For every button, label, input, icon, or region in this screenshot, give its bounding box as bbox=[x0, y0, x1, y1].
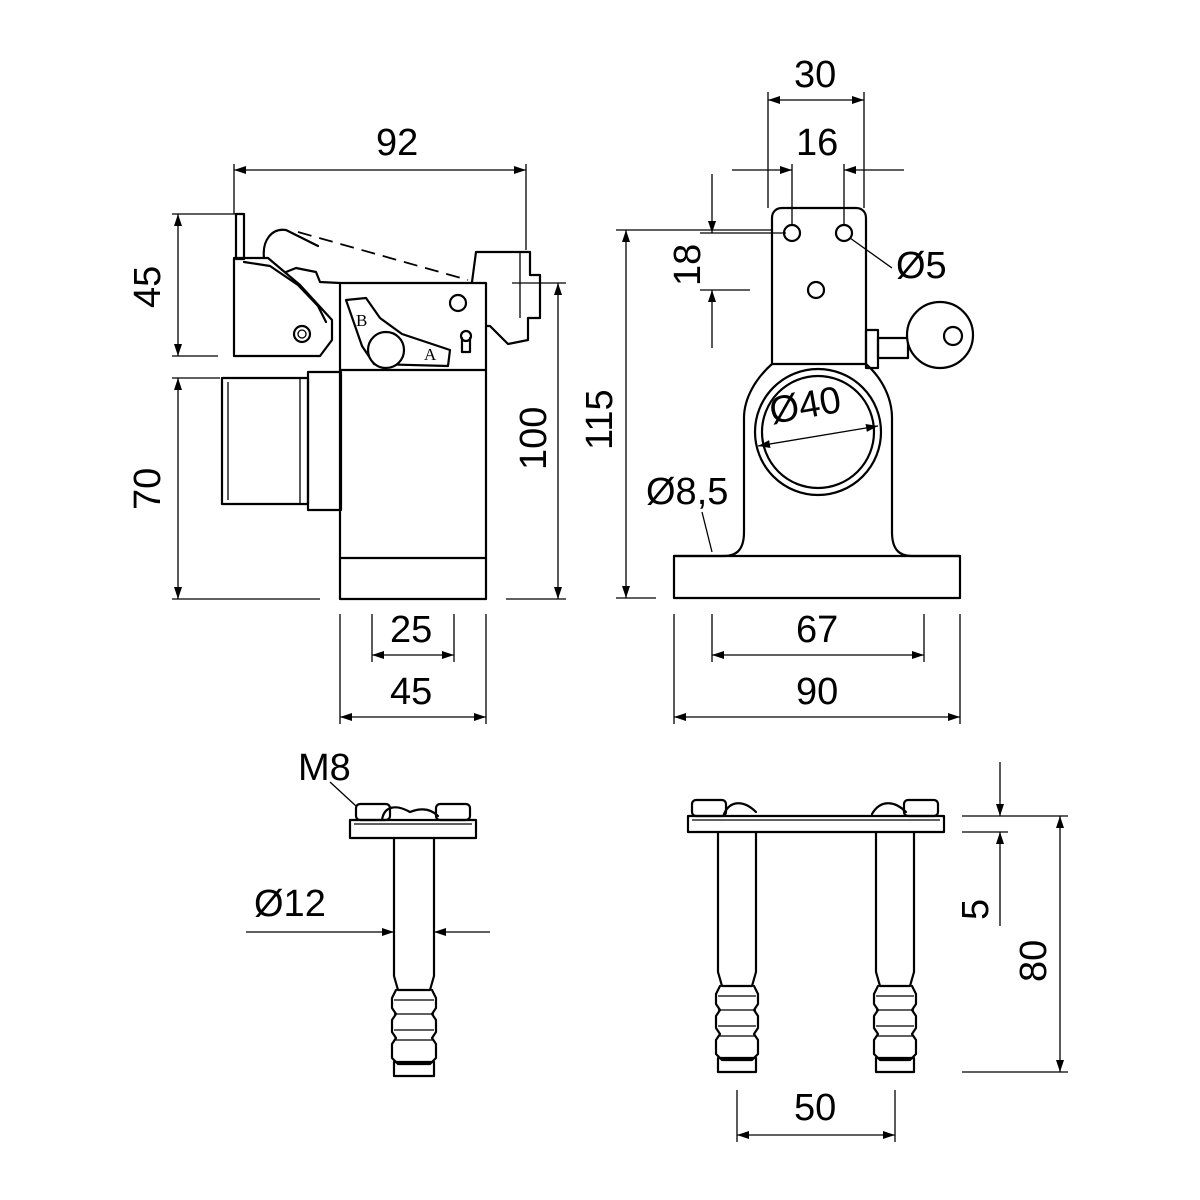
pins-nut-right bbox=[902, 798, 940, 818]
dia-5-leader bbox=[849, 237, 893, 269]
dim-50-label: 50 bbox=[794, 1087, 836, 1129]
dim-67-label: 67 bbox=[796, 609, 838, 651]
side-lock-block bbox=[470, 250, 542, 346]
dim-25-label: 25 bbox=[390, 609, 432, 651]
pin-grooved-end bbox=[390, 988, 438, 1066]
front-key-collar bbox=[864, 328, 880, 370]
side-keyhole-icon bbox=[459, 329, 473, 343]
side-lever-post bbox=[234, 212, 246, 261]
dim-70-label: 70 bbox=[127, 468, 169, 510]
dim-18-label: 18 bbox=[667, 244, 709, 286]
dim-45-horizontal-label: 45 bbox=[390, 671, 432, 713]
pin-plate bbox=[348, 818, 478, 840]
side-pivot-pin bbox=[292, 324, 312, 344]
pins-shaft-left bbox=[716, 830, 758, 988]
front-bracket-outline bbox=[672, 206, 962, 600]
front-tube-bore-outer bbox=[753, 367, 883, 497]
dia-8-5-leader bbox=[701, 511, 713, 553]
dim-30-label: 30 bbox=[794, 54, 836, 96]
side-selector-plate bbox=[344, 296, 452, 368]
side-selector-knob bbox=[366, 330, 406, 370]
front-hole-right bbox=[834, 223, 854, 243]
dim-5-label: 5 bbox=[955, 899, 997, 920]
front-key-shaft bbox=[876, 336, 910, 360]
front-view: 30 16 18 Ø5 115 Ø40 Ø8,5 67 90 bbox=[579, 54, 975, 724]
side-clamp-jaw bbox=[232, 256, 334, 358]
pins-nut-left bbox=[690, 798, 728, 818]
pins-tip-left bbox=[716, 1056, 758, 1074]
dim-45-vertical-label: 45 bbox=[127, 266, 169, 308]
front-hole-center bbox=[806, 280, 826, 300]
dim-90-label: 90 bbox=[796, 671, 838, 713]
dia-5-label: Ø5 bbox=[896, 245, 947, 287]
dia-8-5-label: Ø8,5 bbox=[646, 471, 728, 513]
pins-tip-right bbox=[874, 1056, 916, 1074]
side-collar bbox=[306, 370, 343, 512]
key-icon bbox=[905, 300, 975, 370]
front-hole-left bbox=[782, 223, 802, 243]
m8-label: M8 bbox=[298, 747, 351, 789]
dim-80-label: 80 bbox=[1013, 940, 1055, 982]
pin-shaft bbox=[392, 836, 436, 992]
dim-16-label: 16 bbox=[796, 122, 838, 164]
side-screw-hole bbox=[448, 293, 468, 313]
dim-92-label: 92 bbox=[376, 122, 418, 164]
dim-100-label: 100 bbox=[513, 407, 555, 470]
side-lever-arm bbox=[262, 228, 320, 260]
m8-leader bbox=[329, 781, 357, 807]
dia-40-line bbox=[757, 424, 879, 448]
side-view: B A 92 45 70 100 25 45 bbox=[127, 122, 566, 724]
dia-12-label: Ø12 bbox=[254, 883, 326, 925]
dia-40-label: Ø40 bbox=[766, 379, 844, 433]
selector-label-b: B bbox=[356, 311, 367, 330]
pin-side-view: M8 Ø12 bbox=[246, 747, 490, 1078]
pins-plate bbox=[686, 814, 946, 834]
side-cylinder bbox=[220, 376, 310, 506]
pins-shaft-right bbox=[874, 830, 916, 988]
side-lever-travel bbox=[297, 231, 469, 281]
dim-115-label: 115 bbox=[579, 389, 621, 450]
pin-nut-right bbox=[434, 802, 472, 822]
pins-front-view: 5 80 50 bbox=[686, 762, 1068, 1142]
pin-tip bbox=[392, 1060, 436, 1078]
selector-label-a: A bbox=[424, 345, 437, 364]
